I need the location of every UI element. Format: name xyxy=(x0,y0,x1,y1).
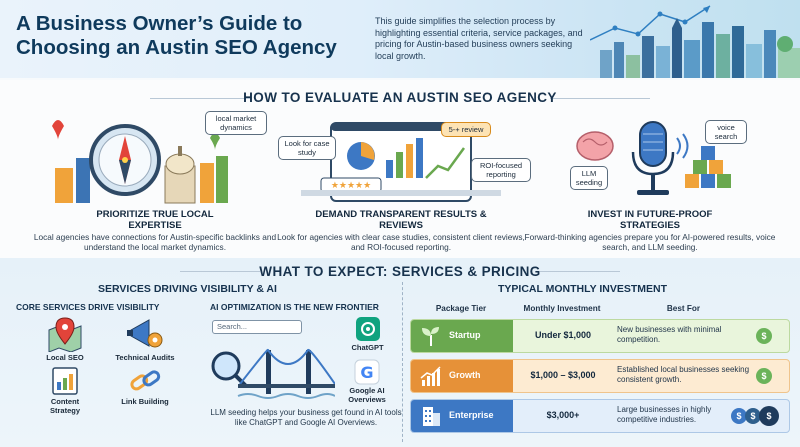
pricing-row-startup: Startup Under $1,000 New businesses with… xyxy=(410,319,790,353)
best-for: Large businesses in highly competitive i… xyxy=(617,405,712,424)
dollar-coin-icon: $ xyxy=(756,328,772,344)
column-header-investment: Monthly Investment xyxy=(523,304,601,313)
column-header-best-for: Best For xyxy=(666,304,701,313)
expect-heading: WHAT TO EXPECT: SERVICES & PRICING xyxy=(259,264,541,279)
card-title: PRIORITIZE TRUE LOCAL EXPERTISE xyxy=(96,209,214,231)
bubble-review: 5-+ review xyxy=(441,122,491,137)
austin-skyline-illustration xyxy=(590,5,800,78)
bubble-llm-seeding: LLM seeding xyxy=(570,166,608,190)
expect-section: WHAT TO EXPECT: SERVICES & PRICING SERVI… xyxy=(0,258,800,447)
bubble-voice-search: voice search xyxy=(705,120,747,144)
bubble-roi-reporting: ROI-focused reporting xyxy=(471,158,531,182)
card-local-expertise: local market dynamics PRIORITIZE TRUE LO… xyxy=(30,108,280,258)
svg-text:G: G xyxy=(360,363,373,382)
tier-name: Startup xyxy=(449,330,481,340)
megaphone-gear-icon xyxy=(127,319,163,348)
search-placeholder: Search... xyxy=(217,322,248,331)
card-title: DEMAND TRANSPARENT RESULTS & REVIEWS xyxy=(315,209,487,231)
service-label: Technical Audits xyxy=(115,353,175,362)
tier-name: Growth xyxy=(449,370,481,380)
chain-link-icon xyxy=(130,370,161,391)
card-transparent-results: ★★★★★ Look for case study 5-+ review ROI… xyxy=(276,108,531,258)
heading-rule-left xyxy=(150,98,250,99)
pricing-heading: TYPICAL MONTHLY INVESTMENT xyxy=(498,283,667,295)
heading-rule-right xyxy=(550,98,650,99)
best-for: Established local businesses seeking con… xyxy=(617,365,750,384)
card-description: Local agencies have connections for Aust… xyxy=(33,232,277,252)
google-icon: G xyxy=(354,359,380,385)
tier-cell: Growth xyxy=(411,360,513,392)
services-heading: SERVICES DRIVING VISIBILITY & AI xyxy=(98,283,277,295)
card-description: Forward-thinking agencies prepare you fo… xyxy=(524,232,776,252)
dollar-coin-icon: $ xyxy=(745,408,761,424)
header-banner: A Business Owner’s Guide to Choosing an … xyxy=(0,0,800,78)
ai-tool-label: Google AI Overviews xyxy=(348,386,386,404)
growth-chart-icon xyxy=(420,366,441,386)
monthly-investment: $3,000+ xyxy=(546,410,580,420)
service-content-strategy: Content Strategy xyxy=(35,366,95,415)
service-label: Local SEO xyxy=(46,353,84,362)
sprout-icon xyxy=(422,327,439,346)
service-label: Link Building xyxy=(121,397,169,406)
dollar-coin-icon: $ xyxy=(756,368,772,384)
tier-cell: Enterprise xyxy=(411,400,513,432)
heading-rule-left xyxy=(180,271,260,272)
building-icon xyxy=(423,407,440,426)
service-technical-audits: Technical Audits xyxy=(110,316,180,362)
bubble-local-market: local market dynamics xyxy=(205,111,267,135)
svg-text:★★★★★: ★★★★★ xyxy=(331,181,371,191)
heading-rule-right xyxy=(540,271,620,272)
card-future-proof: voice search LLM seeding INVEST IN FUTUR… xyxy=(525,108,775,258)
document-chart-icon xyxy=(52,367,78,395)
evaluate-section: HOW TO EVALUATE AN AUSTIN SEO AGENCY loc… xyxy=(0,80,800,260)
evaluate-heading: HOW TO EVALUATE AN AUSTIN SEO AGENCY xyxy=(243,90,557,105)
ai-tool-google-ai: G Google AI Overviews xyxy=(334,359,400,404)
page-title: A Business Owner’s Guide to Choosing an … xyxy=(16,12,337,59)
service-link-building: Link Building xyxy=(115,366,175,406)
bubble-case-study: Look for case study xyxy=(278,136,336,160)
card-title: INVEST IN FUTURE-PROOF STRATEGIES xyxy=(587,209,713,231)
best-for: New businesses with minimal competition. xyxy=(617,325,722,344)
ai-description: LLM seeding helps your business get foun… xyxy=(210,408,402,427)
dollar-coin-icon: $ xyxy=(759,406,779,426)
monthly-investment: $1,000 – $3,000 xyxy=(530,370,596,380)
map-pin-icon xyxy=(48,317,82,352)
core-services-heading: CORE SERVICES DRIVE VISIBILITY xyxy=(16,302,160,312)
monthly-investment: Under $1,000 xyxy=(534,330,592,340)
ai-search-box: Search... xyxy=(212,320,302,334)
magnifier-bridge-illustration xyxy=(211,348,335,399)
chatgpt-icon xyxy=(355,317,380,341)
ai-tool-label: ChatGPT xyxy=(351,343,384,352)
ai-tool-chatgpt: ChatGPT xyxy=(340,316,395,352)
ai-optimization-heading: AI OPTIMIZATION IS THE NEW FRONTIER xyxy=(210,302,379,312)
compass-capitol-illustration xyxy=(52,120,228,204)
brain-microphone-illustration xyxy=(576,121,731,195)
tier-name: Enterprise xyxy=(449,410,494,420)
section-divider xyxy=(402,282,403,442)
dollar-coin-icon: $ xyxy=(731,408,747,424)
pricing-row-growth: Growth $1,000 – $3,000 Established local… xyxy=(410,359,790,393)
pricing-row-enterprise: Enterprise $3,000+ Large businesses in h… xyxy=(410,399,790,433)
column-header-tier: Package Tier xyxy=(435,304,487,313)
header-description: This guide simplifies the selection proc… xyxy=(375,16,583,61)
service-label: Content Strategy xyxy=(49,397,80,415)
card-description: Look for agencies with clear case studie… xyxy=(277,232,525,252)
service-local-seo: Local SEO xyxy=(35,316,95,362)
tier-cell: Startup xyxy=(411,320,513,352)
